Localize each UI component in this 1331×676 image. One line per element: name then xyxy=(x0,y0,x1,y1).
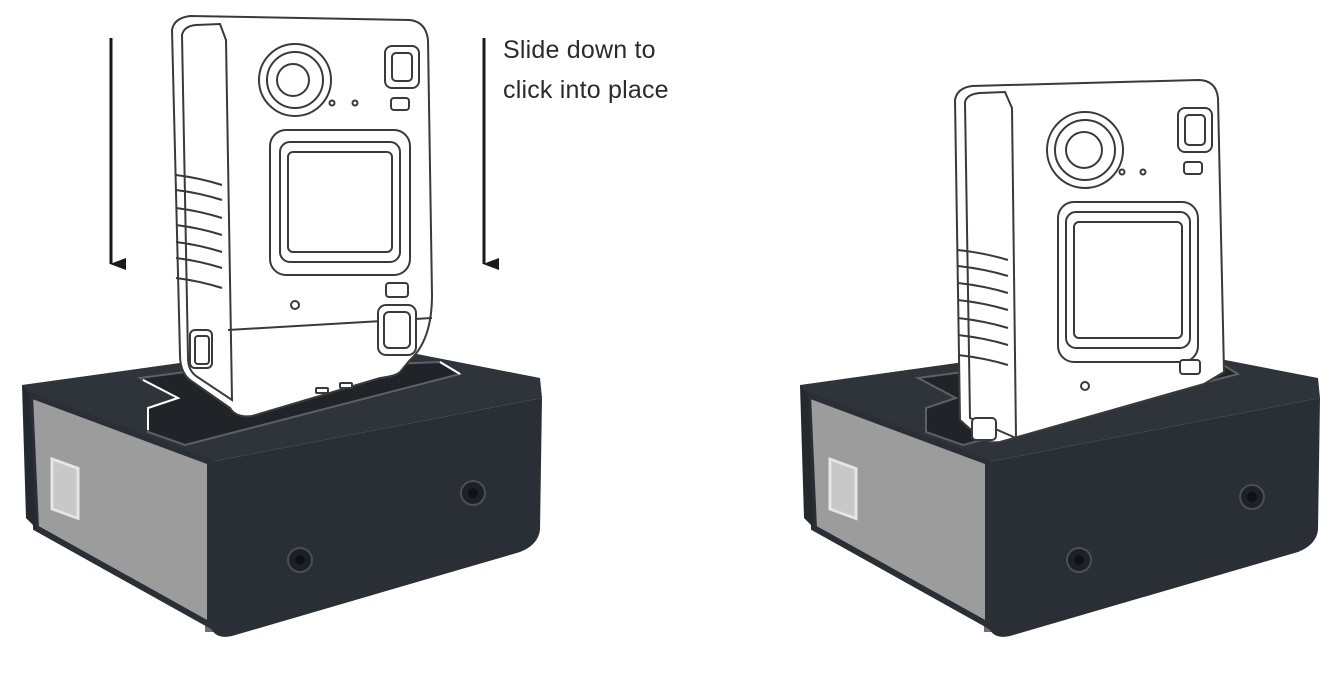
dock-front-panel xyxy=(26,390,213,631)
step-1-camera-above-dock xyxy=(22,14,542,637)
instruction-caption: Slide down to click into place xyxy=(503,30,763,110)
instruction-line-2: click into place xyxy=(503,76,669,104)
instruction-line-1: Slide down to xyxy=(503,36,656,64)
usb-port-icon xyxy=(828,457,858,521)
usb-port-icon xyxy=(50,456,80,521)
dock-front-panel xyxy=(804,390,991,631)
body-camera-right xyxy=(953,78,1226,444)
body-camera-left xyxy=(170,14,434,418)
charging-dock-left xyxy=(22,340,542,637)
step-2-camera-seated xyxy=(800,78,1320,637)
